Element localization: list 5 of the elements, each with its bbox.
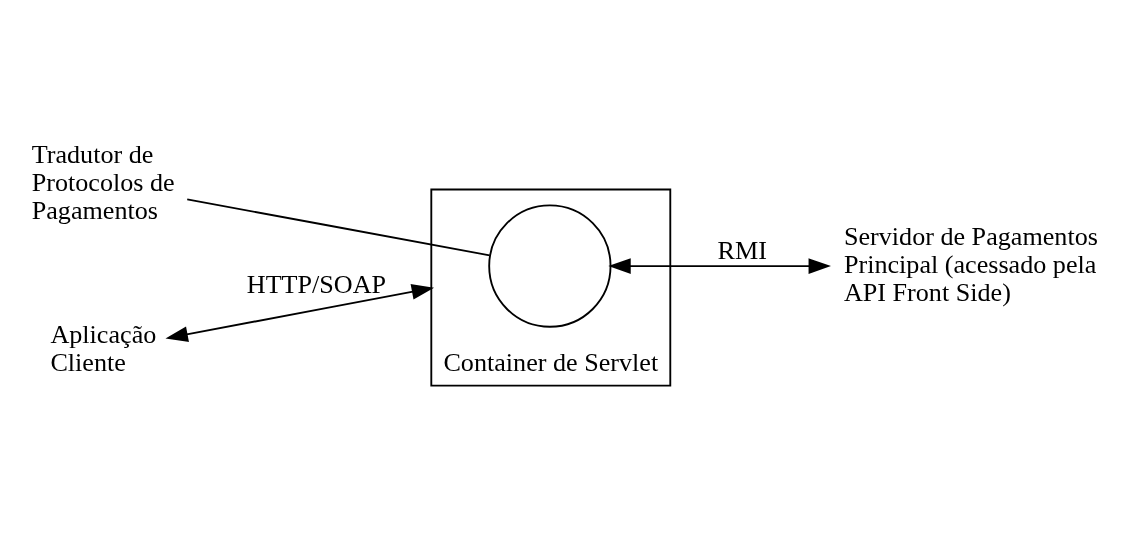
node-text: Aplicação Cliente	[50, 319, 157, 377]
edge-label: HTTP/SOAP	[246, 269, 387, 299]
node-text: Servidor de Pagamentos Principal (acessado pela API Front Side)	[843, 221, 1098, 307]
edge-label: RMI	[717, 235, 767, 265]
node-text: Tradutor de Protocolos de Pagamentos	[31, 139, 175, 225]
